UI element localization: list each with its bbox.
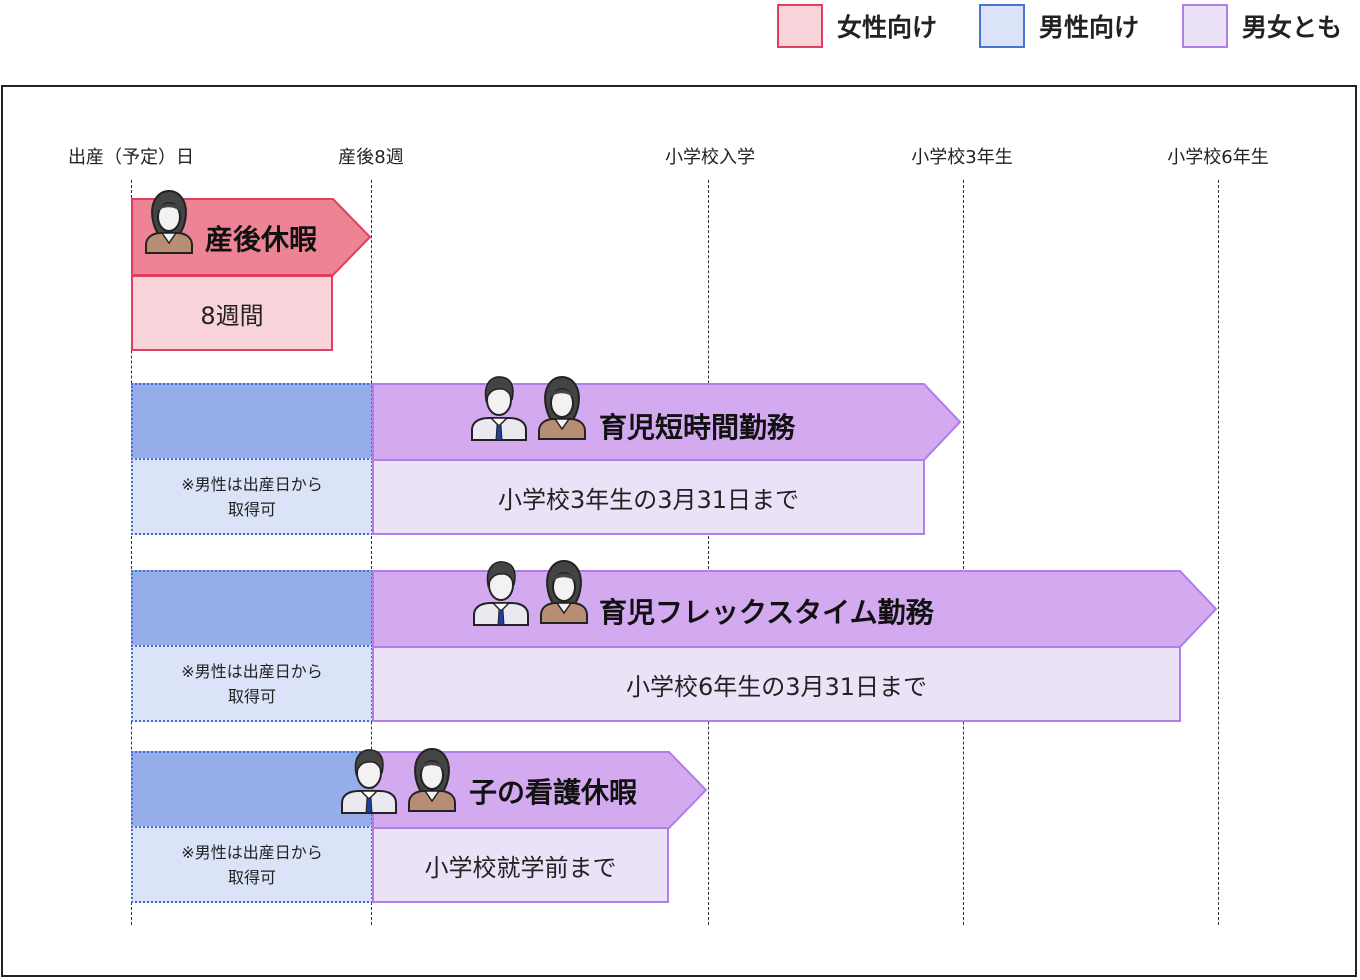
businessman-icon (341, 749, 397, 814)
businessman-icon (471, 376, 527, 441)
milestone-line-birth (131, 180, 132, 925)
businesswoman-icon (408, 747, 456, 812)
milestone-line-grade3 (963, 180, 964, 925)
legend-label-women: 女性向け (837, 13, 938, 42)
businessman-icon (473, 561, 529, 626)
reduced-hours-men-note: ※男性は出産日から取得可 (181, 474, 323, 519)
milestone-line-school-entry (708, 180, 709, 925)
child-care-period-box: 小学校就学前まで (372, 827, 669, 903)
reduced-hours-men-note-box: ※男性は出産日から取得可 (131, 458, 373, 535)
reduced-hours-title: 育児短時間勤務 (599, 411, 796, 444)
child-care-period: 小学校就学前まで (424, 853, 617, 882)
child-care-title: 子の看護休暇 (469, 776, 638, 809)
legend-label-men: 男性向け (1039, 13, 1140, 42)
milestone-birth-label: 出産（予定）日 (68, 147, 194, 168)
businesswoman-icon (538, 375, 586, 440)
legend-women: 女性向け (777, 2, 937, 50)
maternity-leave-title: 産後休暇 (205, 223, 318, 256)
reduced-hours-period-box: 小学校3年生の3月31日まで (372, 459, 925, 535)
milestone-8weeks-label: 産後8週 (338, 147, 404, 168)
legend-men: 男性向け (979, 2, 1139, 50)
flextime-men-header (131, 570, 373, 647)
maternity-leave-arrow (131, 198, 372, 276)
legend-label-both: 男女とも (1242, 13, 1343, 42)
milestone-line-8weeks (371, 180, 372, 925)
flextime-period: 小学校6年生の3月31日まで (625, 672, 928, 701)
legend-swatch-women (777, 4, 823, 48)
businesswoman-icon (145, 189, 193, 254)
diagram-frame (1, 85, 1357, 977)
legend-swatch-both (1182, 4, 1228, 48)
child-care-men-note-box: ※男性は出産日から取得可 (131, 826, 373, 903)
child-care-arrow (372, 751, 708, 829)
businesswoman-icon (540, 559, 588, 624)
milestone-school-entry-label: 小学校入学 (665, 147, 755, 168)
reduced-hours-period: 小学校3年生の3月31日まで (497, 485, 800, 514)
milestone-line-grade6 (1218, 180, 1219, 925)
child-care-men-note: ※男性は出産日から取得可 (181, 842, 323, 887)
milestone-grade6-label: 小学校6年生 (1167, 147, 1269, 168)
milestone-grade3-label: 小学校3年生 (911, 147, 1013, 168)
legend-swatch-men (979, 4, 1025, 48)
legend-both: 男女とも (1182, 2, 1342, 50)
flextime-period-box: 小学校6年生の3月31日まで (372, 646, 1181, 722)
flextime-men-note-box: ※男性は出産日から取得可 (131, 645, 373, 722)
maternity-leave-period-box: 8週間 (131, 275, 333, 351)
flextime-men-note: ※男性は出産日から取得可 (181, 661, 323, 706)
maternity-leave-period: 8週間 (200, 301, 264, 330)
flextime-arrow (372, 570, 1218, 648)
reduced-hours-men-header (131, 383, 373, 460)
flextime-title: 育児フレックスタイム勤務 (599, 596, 934, 629)
